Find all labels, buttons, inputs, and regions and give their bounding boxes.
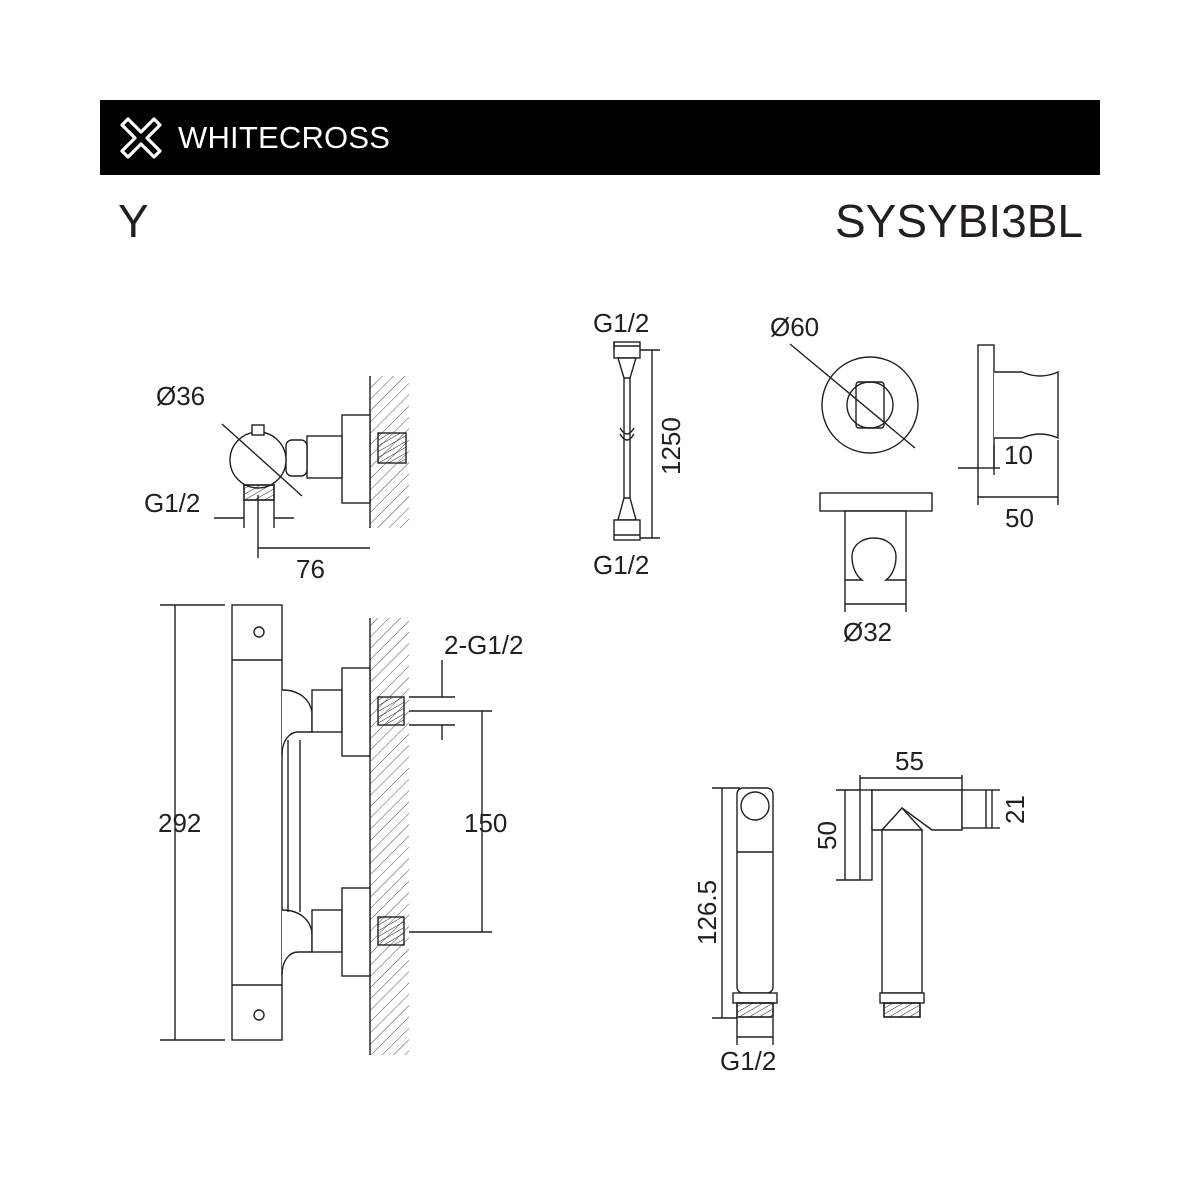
handshower-wall-plate [859, 789, 873, 881]
handshower-body [736, 787, 774, 994]
dimension-labels: Ø36 G1/2 76 292 2-G1/2 150 G1/2 1250 G1/… [144, 308, 1034, 1076]
label-handshower-height: 50 [812, 821, 842, 850]
handshower-collar [879, 992, 925, 1004]
mixer-bar [231, 604, 283, 1041]
lower-thread [377, 916, 405, 946]
label-handshower-length: 126.5 [692, 880, 722, 945]
outlet-thread [243, 484, 275, 501]
upper-thread [377, 696, 405, 726]
handshower-collar [732, 992, 778, 1004]
handshower-head [961, 789, 987, 829]
label-mixer-depth: 76 [296, 554, 325, 584]
label-handshower-width: 55 [895, 746, 924, 776]
hose-break [619, 433, 635, 441]
cross-logo-icon [120, 117, 162, 159]
brand-name: WHITECROSS [178, 120, 391, 155]
lower-flange [341, 887, 371, 977]
handshower-thread-outline [736, 1002, 774, 1018]
label-handshower-thread: G1/2 [720, 1046, 776, 1076]
holder-top-plate [819, 492, 933, 512]
hose-bottom-cone [617, 497, 637, 521]
mixer-knob [251, 424, 265, 436]
diameter-leader-36 [221, 423, 303, 497]
sku-label: SYSYBI3BL [834, 195, 1083, 247]
upper-elbow [281, 689, 313, 756]
label-mixer-diameter: Ø36 [156, 381, 205, 411]
hose-break [619, 427, 635, 435]
upper-arm [311, 689, 343, 733]
holder-side-view [958, 344, 1059, 505]
holder-top-view [819, 492, 933, 612]
label-mixer-inlet: 2-G1/2 [444, 630, 524, 660]
label-holder-depth: 50 [1005, 503, 1034, 533]
mixer-front-view [160, 604, 492, 1055]
wall-flange [341, 414, 371, 504]
label-hose-length: 1250 [656, 417, 686, 475]
hose-view [613, 341, 660, 541]
holder-side-plate [977, 344, 995, 469]
label-holder-clip: Ø32 [843, 617, 892, 647]
handshower-thread [883, 1002, 921, 1018]
wall-thread [377, 432, 407, 464]
holder-flange-outer [821, 356, 919, 454]
handshower-thread [736, 1002, 774, 1018]
holder-center-block [855, 381, 885, 429]
bar-screw-hole [253, 626, 265, 638]
handshower-grip [881, 829, 923, 994]
wall-hatch [370, 618, 409, 1055]
arm-pipe [306, 435, 343, 479]
handshower-thread-outline [883, 1002, 921, 1018]
label-hose-top: G1/2 [593, 308, 649, 338]
brand-logo: WHITECROSS [118, 113, 390, 163]
handshower-front-view [712, 787, 778, 1045]
outlet-thread-outline [243, 484, 275, 501]
lower-elbow [281, 909, 313, 976]
label-holder-plate: 10 [1004, 440, 1033, 470]
label-center-distance: 150 [464, 808, 507, 838]
diameter-leader-60 [789, 343, 916, 449]
holder-front-view [789, 343, 919, 454]
hose-top-cone [617, 357, 637, 379]
handshower-side-view [836, 775, 1000, 1018]
arm-joint [285, 439, 308, 477]
lower-arm [311, 909, 343, 953]
mixer-side-view [214, 376, 409, 558]
bar-screw-hole [253, 1009, 265, 1021]
label-holder-diameter: Ø60 [770, 312, 819, 342]
hose-top-nut [613, 341, 641, 359]
header-bar [100, 100, 1100, 175]
label-hose-bottom: G1/2 [593, 550, 649, 580]
hose-bottom-nut [613, 519, 641, 541]
upper-flange [341, 667, 371, 757]
label-mixer-outlet: G1/2 [144, 488, 200, 518]
holder-top-clip [844, 510, 907, 581]
label-handshower-head: 21 [1000, 795, 1030, 824]
mixer-body-circle [229, 431, 287, 489]
label-mixer-height: 292 [158, 808, 201, 838]
handshower-nozzle-plate [740, 791, 770, 821]
holder-side-body [994, 370, 1059, 440]
series-label: Y [118, 195, 149, 247]
